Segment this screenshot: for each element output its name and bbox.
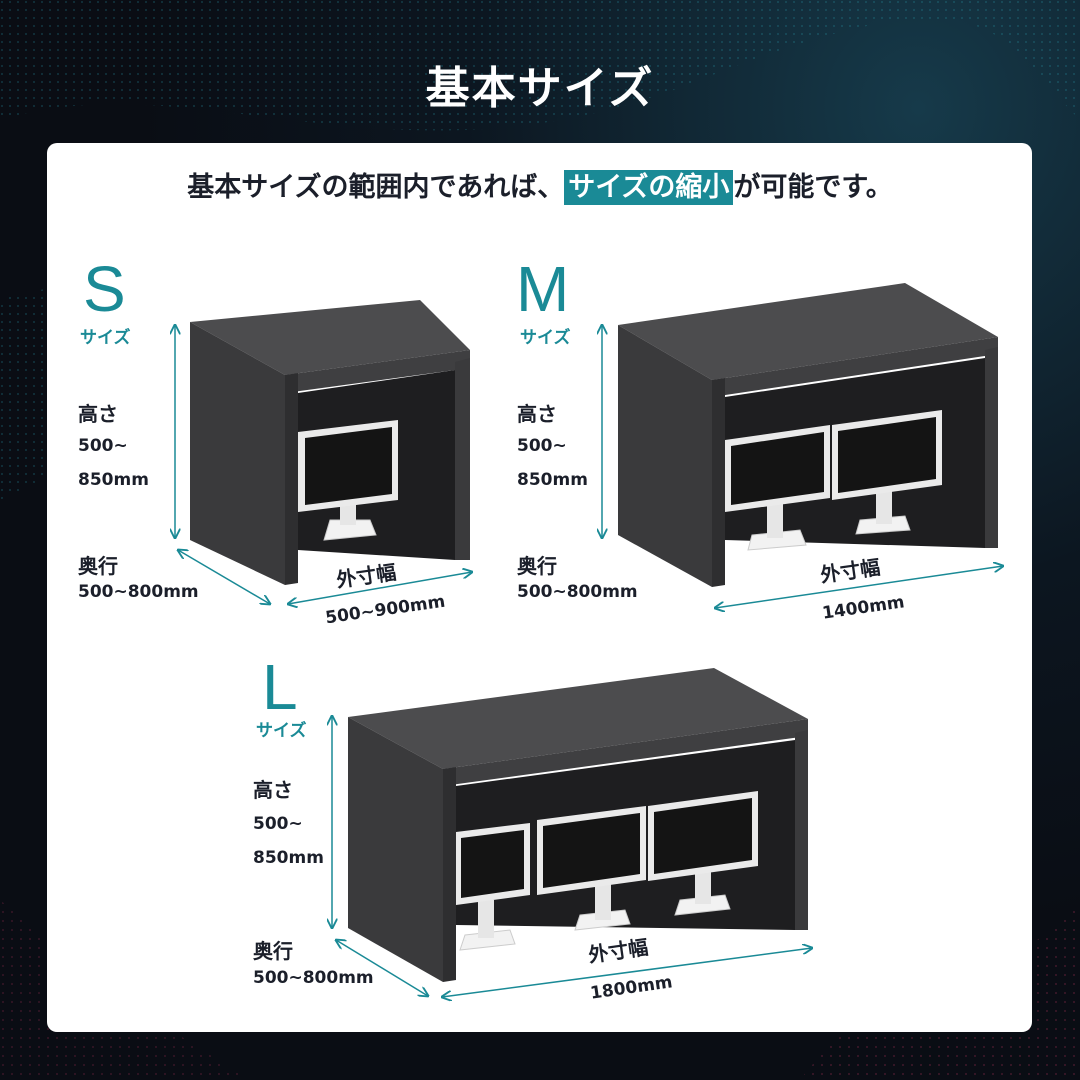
size-s-depth-label: 奥行: [78, 554, 118, 578]
size-l-letter: L: [262, 651, 298, 723]
size-s-height-value-1: 500~: [78, 436, 128, 456]
size-m-letter: M: [516, 253, 570, 325]
size-s-word: サイズ: [80, 328, 131, 348]
size-m-depth-label: 奥行: [517, 554, 557, 578]
monitor-m-1: [725, 425, 830, 551]
booth-l-illustration: [348, 668, 808, 982]
booth-s-illustration: [190, 300, 470, 585]
size-l-depth-value: 500~800mm: [253, 968, 374, 988]
page-title: 基本サイズ: [425, 63, 655, 114]
subtitle-highlight: サイズの縮小: [564, 170, 734, 205]
monitor-m-2: [832, 410, 942, 535]
subtitle-text-after: が可能です。: [733, 172, 893, 203]
size-m-height-value-2: 850mm: [517, 470, 588, 490]
monitor-l-1: [456, 823, 530, 951]
booth-m-illustration: [618, 283, 998, 587]
size-m-depth-value: 500~800mm: [517, 582, 638, 602]
monitor-l-2: [537, 806, 646, 931]
size-s-letter: S: [83, 253, 126, 325]
size-s-height-label: 高さ: [78, 402, 118, 426]
monitor-l-3: [648, 791, 758, 916]
booth-m-arrows: [602, 325, 1003, 608]
size-s-depth-value: 500~800mm: [78, 582, 199, 602]
size-l-word: サイズ: [256, 721, 307, 741]
subtitle-text-before: 基本サイズの範囲内であれば、: [187, 172, 565, 203]
size-l-height-value-1: 500~: [253, 814, 303, 834]
size-m-height-value-1: 500~: [517, 436, 567, 456]
booth-s-arrows: [175, 325, 472, 604]
monitor-s-1: [298, 420, 398, 541]
size-l-height-label: 高さ: [253, 778, 293, 802]
size-m-height-label: 高さ: [517, 402, 557, 426]
size-l-depth-label: 奥行: [253, 939, 293, 963]
size-s-height-value-2: 850mm: [78, 470, 149, 490]
size-m-word: サイズ: [520, 328, 571, 348]
booth-l-arrows: [332, 716, 812, 997]
subtitle: 基本サイズの範囲内であれば、サイズの縮小が可能です。: [0, 165, 1080, 205]
size-l-height-value-2: 850mm: [253, 848, 324, 868]
